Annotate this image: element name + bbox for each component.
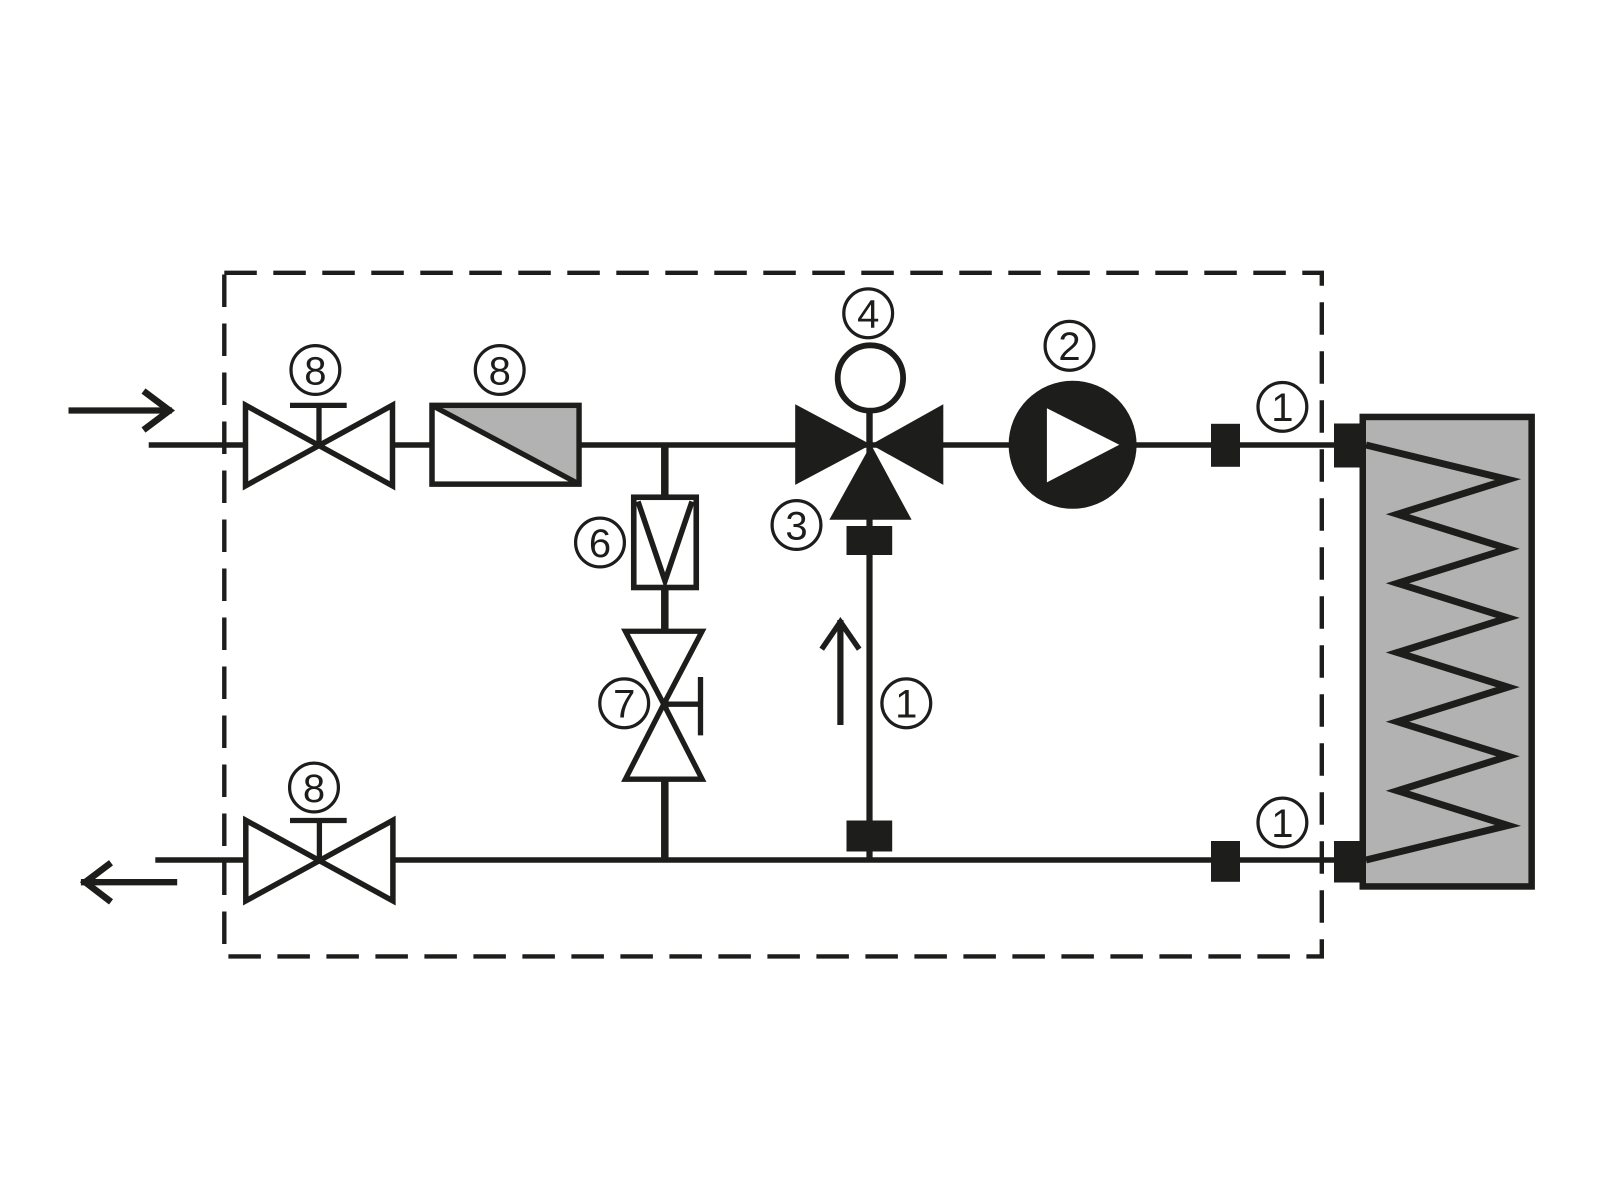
svg-text:8: 8 — [489, 349, 511, 393]
svg-text:8: 8 — [303, 767, 325, 811]
svg-text:2: 2 — [1058, 325, 1080, 369]
svg-text:1: 1 — [1271, 802, 1293, 846]
svg-text:4: 4 — [857, 293, 879, 337]
svg-text:3: 3 — [785, 504, 807, 548]
svg-text:6: 6 — [589, 522, 611, 566]
svg-text:1: 1 — [895, 683, 917, 727]
svg-text:8: 8 — [304, 349, 326, 393]
svg-text:7: 7 — [613, 683, 635, 727]
svg-text:1: 1 — [1271, 386, 1293, 430]
